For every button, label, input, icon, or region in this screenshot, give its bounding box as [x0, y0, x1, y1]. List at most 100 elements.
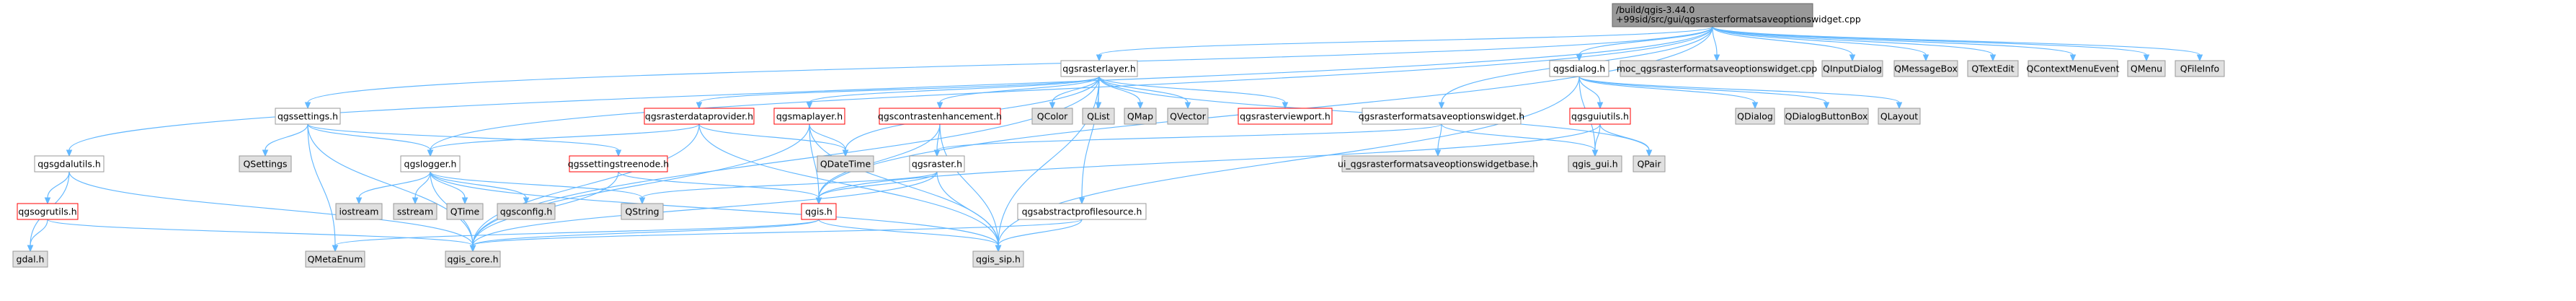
node-box — [879, 108, 1001, 125]
node-label: qgsabstractprofilesource.h — [1022, 206, 1142, 217]
node-box — [12, 250, 48, 268]
edge-arrowhead — [1282, 102, 1289, 110]
edge-arrowhead — [262, 149, 269, 157]
edge-arrowhead — [1645, 149, 1653, 157]
edge-qgsrasterdataprovider-to-qgslogger — [427, 123, 700, 157]
edge-qgsmaplayer-to-QDateTime — [809, 123, 849, 157]
node-box — [1031, 108, 1073, 125]
node-label: QDialog — [1737, 111, 1773, 122]
node-box — [446, 203, 484, 220]
node-qgsrasterviewport[interactable]: qgsrasterviewport.h — [1238, 108, 1333, 125]
node-label: QInputDialog — [1823, 64, 1882, 74]
edge-qgslogger-to-iostream — [355, 171, 431, 205]
edge-arrowhead — [2196, 54, 2203, 62]
edge-qgsrasterlayer-to-QColor — [1049, 76, 1100, 110]
edge-arrowhead — [427, 149, 434, 157]
node-box — [1238, 108, 1333, 125]
node-qgslogger[interactable]: qgslogger.h — [400, 155, 461, 173]
node-label: sstream — [397, 206, 433, 217]
edge-root-to-QFileInfo — [1712, 26, 2203, 62]
edge-arrowhead — [1596, 102, 1604, 110]
node-box — [1017, 203, 1147, 220]
node-ui_widgetbase: ui_qgsrasterformatsaveoptionswidgetbase.… — [1338, 155, 1538, 173]
edge-line — [698, 76, 1100, 103]
node-box — [34, 155, 105, 173]
edge-arrowhead — [461, 197, 468, 205]
node-label: ui_qgsrasterformatsaveoptionswidgetbase.… — [1338, 159, 1538, 170]
node-root[interactable]: /build/qgis-3.44.0+99sid/src/gui/qgsrast… — [1612, 3, 1861, 27]
node-label: qgsrasterdataprovider.h — [645, 111, 753, 122]
node-label: QMessageBox — [1894, 64, 1958, 74]
edge-line — [47, 219, 474, 246]
edge-line — [1712, 26, 2147, 56]
node-label: qgsraster.h — [912, 159, 962, 170]
node-qgsguiutils[interactable]: qgsguiutils.h — [1569, 108, 1631, 125]
node-label: QContextMenuEvent — [2027, 64, 2120, 74]
edge-line — [1578, 26, 1713, 56]
node-label: qgsrasterviewport.h — [1240, 111, 1331, 122]
edge-qgsdialog-to-QDialog — [1578, 76, 1759, 110]
node-qgsogrutils[interactable]: qgsogrutils.h — [17, 203, 79, 220]
edges-layer — [27, 26, 2203, 253]
node-qgsraster[interactable]: qgsraster.h — [909, 155, 965, 173]
node-QVector: QVector — [1167, 108, 1209, 125]
edge-qgsabstractprofilesource-to-qgis_core — [469, 219, 1083, 253]
node-QPair: QPair — [1633, 155, 1666, 173]
node-gdal: gdal.h — [12, 250, 48, 268]
node-box — [1341, 155, 1535, 173]
edge-root-to-qgsrasterlayer — [1096, 26, 1713, 62]
node-qgsdialog[interactable]: qgsdialog.h — [1549, 60, 1609, 77]
edge-arrowhead — [332, 245, 339, 253]
edge-arrowhead — [1849, 54, 1856, 62]
node-label: QSettings — [243, 159, 287, 170]
edge-line — [1712, 26, 2200, 56]
edge-line — [1712, 26, 1927, 56]
edge-qgsabstractprofilesource-to-qgis_sip — [995, 219, 1083, 253]
node-box — [1124, 108, 1157, 125]
edge-qgssettings-to-QMetaEnum — [307, 123, 339, 253]
node-qgsabstractprofilesource[interactable]: qgsabstractprofilesource.h — [1017, 203, 1147, 220]
edge-line — [1441, 123, 1596, 151]
nodes-layer: /build/qgis-3.44.0+99sid/src/gui/qgsrast… — [12, 3, 2225, 268]
node-qgsrasterformatsaveoptionswidget[interactable]: qgsrasterformatsaveoptionswidget.h — [1359, 108, 1524, 125]
edge-arrowhead — [1751, 102, 1759, 110]
edge-qgis-to-qgis_sip — [818, 219, 1002, 253]
node-label: qgsgdalutils.h — [37, 159, 101, 170]
edge-line — [1578, 76, 1756, 103]
node-qgsrasterdataprovider[interactable]: qgsrasterdataprovider.h — [644, 108, 755, 125]
node-qgsmaplayer[interactable]: qgsmaplayer.h — [773, 108, 845, 125]
node-QContextMenuEvent: QContextMenuEvent — [2027, 60, 2120, 77]
node-label: QMap — [1127, 111, 1153, 122]
edge-arrowhead — [1096, 54, 1103, 62]
node-box — [1362, 108, 1522, 125]
node-qgsrasterlayer[interactable]: qgsrasterlayer.h — [1060, 60, 1138, 77]
node-qgssettingstreenode[interactable]: qgssettingstreenode.h — [568, 155, 669, 173]
node-label: QList — [1087, 111, 1110, 122]
edge-qgsgdalutils-to-qgsogrutils — [44, 171, 70, 205]
edge-line — [618, 171, 820, 199]
node-label: qgsrasterformatsaveoptionswidget.h — [1359, 111, 1524, 122]
edge-arrowhead — [355, 197, 363, 205]
edge-arrowhead — [995, 245, 1002, 253]
edge-line — [818, 219, 999, 246]
edge-qgslogger-to-QTime — [430, 171, 468, 205]
node-box — [1784, 108, 1869, 125]
edge-line — [936, 171, 999, 246]
node-box — [1060, 60, 1138, 77]
node-qgsgdalutils[interactable]: qgsgdalutils.h — [34, 155, 105, 173]
edge-arrowhead — [523, 197, 530, 205]
edge-line — [1712, 26, 1718, 56]
edge-arrowhead — [1078, 197, 1085, 205]
node-QMetaEnum: QMetaEnum — [305, 250, 365, 268]
edge-qgsdialog-to-qgsguiutils — [1578, 76, 1604, 110]
node-qgis[interactable]: qgis.h — [801, 203, 837, 220]
edge-arrowhead — [806, 102, 813, 110]
node-box — [2127, 60, 2166, 77]
node-QMenu: QMenu — [2127, 60, 2166, 77]
node-qgscontrastenhancement[interactable]: qgscontrastenhancement.h — [878, 108, 1002, 125]
edge-line — [307, 123, 619, 151]
edge-line — [472, 123, 700, 246]
edge-qgsrasterformatsaveoptionswidget-to-ui_widgetbase — [1434, 123, 1442, 157]
node-box — [569, 155, 668, 173]
node-qgssettings[interactable]: qgssettings.h — [275, 108, 341, 125]
